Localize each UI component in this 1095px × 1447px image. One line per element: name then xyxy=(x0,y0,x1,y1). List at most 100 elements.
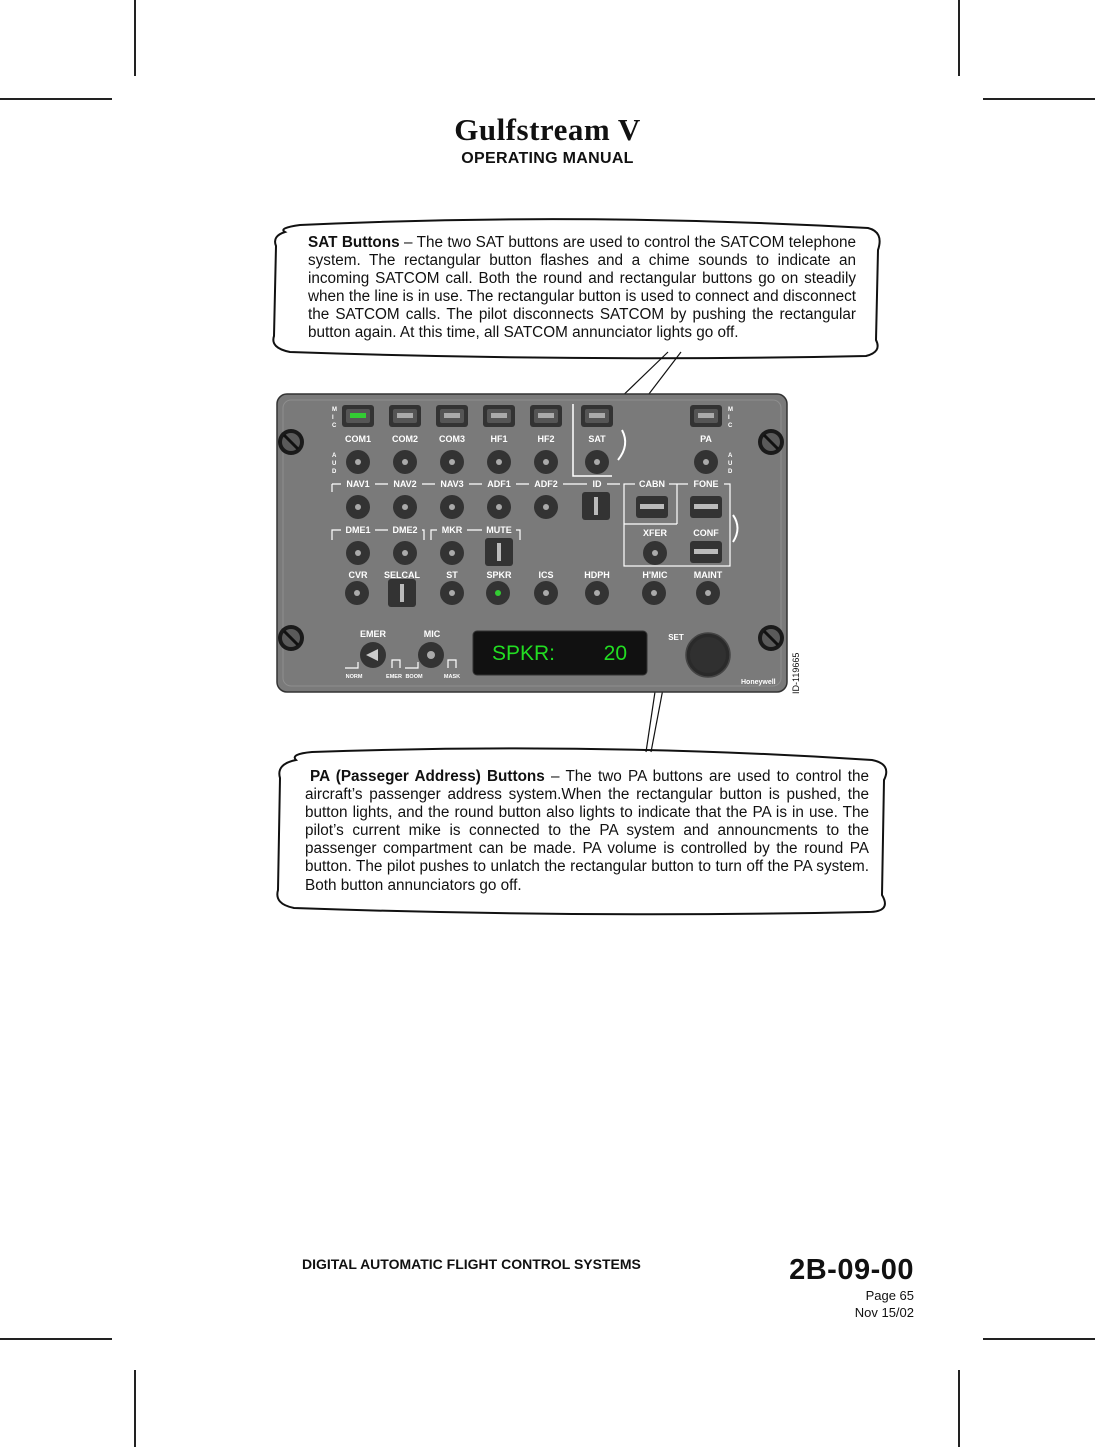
com3-mic-button xyxy=(436,405,468,427)
spkr-knob xyxy=(486,581,510,605)
pa-callout-heading: PA (Passeger Address) Buttons xyxy=(310,768,545,785)
adf2-label: ADF2 xyxy=(534,479,558,489)
dme2-label: DME2 xyxy=(392,525,417,535)
crop-mark xyxy=(958,1370,960,1447)
adf1-label: ADF1 xyxy=(487,479,511,489)
boom-label: BOOM xyxy=(405,674,423,680)
mkr-volume-knob xyxy=(440,541,464,565)
aud-letter: A xyxy=(332,453,337,459)
figure-id: ID-119665 xyxy=(791,653,801,694)
nav2-volume-knob xyxy=(393,495,417,519)
crop-mark xyxy=(0,98,112,100)
pa-callout-dash: – xyxy=(544,768,566,785)
sat-volume-knob xyxy=(585,450,609,474)
aud-letter: U xyxy=(728,461,732,467)
cvr-label: CVR xyxy=(348,570,368,580)
mic-letter: I xyxy=(332,415,334,421)
xfer-label: XFER xyxy=(643,528,668,538)
dme1-label: DME1 xyxy=(345,525,370,535)
hdph-label: HDPH xyxy=(584,570,610,580)
pa-mic-button xyxy=(690,405,722,427)
mic-letter: C xyxy=(332,423,337,429)
hmic-knob xyxy=(642,581,666,605)
xfer-knob xyxy=(643,541,667,565)
panel-screw xyxy=(758,429,784,455)
section-title: DIGITAL AUTOMATIC FLIGHT CONTROL SYSTEMS xyxy=(302,1256,641,1272)
crop-mark xyxy=(958,0,960,76)
hf2-volume-knob xyxy=(534,450,558,474)
spkr-label: SPKR xyxy=(486,570,512,580)
sat-mic-button xyxy=(581,405,613,427)
aud-letter: U xyxy=(332,461,336,467)
set-label: SET xyxy=(668,633,684,642)
maint-label: MAINT xyxy=(694,570,723,580)
audio-control-panel: M I C A U D M I C A U D COM1 COM2 COM3 H… xyxy=(276,393,788,693)
display-screen xyxy=(472,630,648,676)
conf-label: CONF xyxy=(693,528,719,538)
mic-label: MIC xyxy=(424,629,441,639)
com3-volume-knob xyxy=(440,450,464,474)
emer-switch xyxy=(360,642,386,668)
st-label: ST xyxy=(446,570,458,580)
nav2-label: NAV2 xyxy=(393,479,416,489)
com2-volume-knob xyxy=(393,450,417,474)
selcal-toggle-button xyxy=(388,579,416,607)
selcal-label: SELCAL xyxy=(384,570,421,580)
nav1-volume-knob xyxy=(346,495,370,519)
mic-letter: M xyxy=(728,407,733,413)
aud-letter: D xyxy=(332,469,337,475)
crop-mark xyxy=(983,98,1095,100)
mute-toggle-button xyxy=(485,538,513,566)
panel-screw xyxy=(758,625,784,651)
pa-label: PA xyxy=(700,434,712,444)
mic-letter: I xyxy=(728,415,730,421)
com2-mic-button xyxy=(389,405,421,427)
hf1-mic-button xyxy=(483,405,515,427)
nav3-label: NAV3 xyxy=(440,479,463,489)
mkr-label: MKR xyxy=(442,525,463,535)
dme1-volume-knob xyxy=(346,541,370,565)
sat-callout-body: The two SAT buttons are used to control … xyxy=(308,234,857,342)
maint-knob xyxy=(696,581,720,605)
conf-button xyxy=(690,541,722,563)
hf1-volume-knob xyxy=(487,450,511,474)
display-mode-text: SPKR: xyxy=(492,642,555,665)
emer-position-label: EMER xyxy=(386,674,402,680)
display-value-text: 20 xyxy=(604,642,627,665)
crop-mark xyxy=(0,1338,112,1340)
document-code: 2B-09-00 xyxy=(789,1254,914,1286)
emer-label: EMER xyxy=(360,629,387,639)
sat-callout-dash: – xyxy=(399,234,417,251)
set-knob xyxy=(685,632,731,678)
com2-label: COM2 xyxy=(392,434,418,444)
page-number: Page 65 xyxy=(865,1288,914,1303)
phone-icon xyxy=(617,429,627,461)
mask-label: MASK xyxy=(444,674,460,680)
hf2-mic-button xyxy=(530,405,562,427)
hf1-label: HF1 xyxy=(490,434,507,444)
st-knob xyxy=(440,581,464,605)
norm-label: NORM xyxy=(346,674,363,680)
cabn-button xyxy=(636,496,668,518)
crop-mark xyxy=(134,1370,136,1447)
com3-label: COM3 xyxy=(439,434,465,444)
manual-brand-title: Gulfstream V xyxy=(454,112,641,147)
cvr-knob xyxy=(345,581,369,605)
revision-date: Nov 15/02 xyxy=(854,1305,914,1320)
mic-select-switch xyxy=(418,642,444,668)
hmic-label: H'MIC xyxy=(642,570,668,580)
ics-knob xyxy=(534,581,558,605)
mic-letter: C xyxy=(728,423,733,429)
aud-letter: A xyxy=(728,453,733,459)
nav3-volume-knob xyxy=(440,495,464,519)
sat-callout-heading: SAT Buttons xyxy=(308,234,400,251)
manual-subtitle: OPERATING MANUAL xyxy=(461,150,634,167)
honeywell-logo: Honeywell xyxy=(741,679,776,686)
com1-label: COM1 xyxy=(345,434,371,444)
id-label: ID xyxy=(593,479,603,489)
nav1-label: NAV1 xyxy=(346,479,369,489)
com1-mic-button xyxy=(342,405,374,427)
adf2-volume-knob xyxy=(534,495,558,519)
sat-label: SAT xyxy=(588,434,606,444)
